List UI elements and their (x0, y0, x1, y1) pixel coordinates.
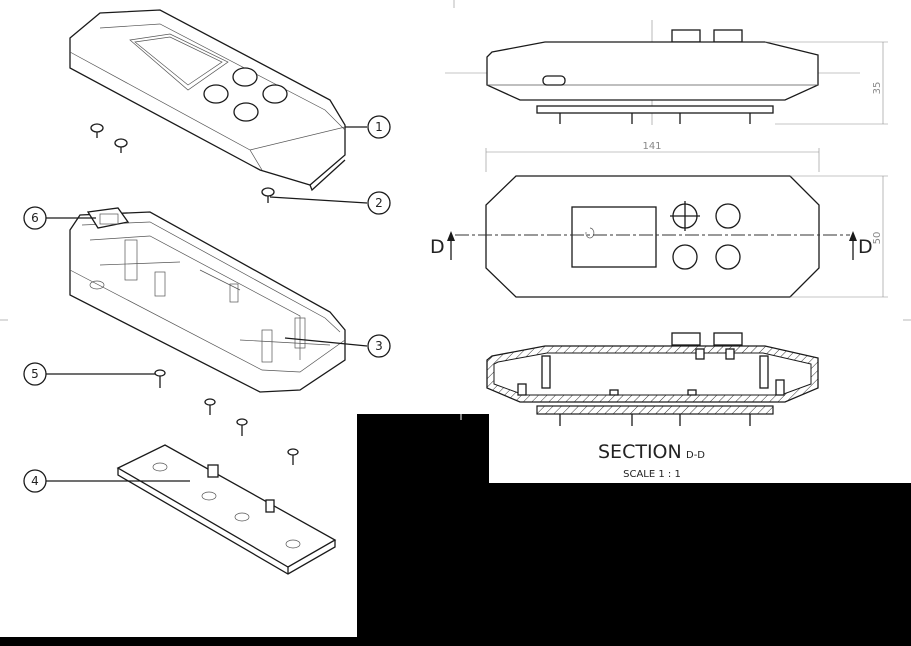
callout-3: 3 (284, 334, 391, 358)
section-title: SECTION (598, 441, 682, 463)
section-marker-right: D (858, 236, 873, 258)
callout-6-label: 6 (31, 211, 39, 225)
callout-2-label: 2 (375, 196, 383, 210)
width-dimension: 50 (872, 232, 883, 245)
section-marker-left: D (430, 236, 445, 258)
section-view: SECTION D-D SCALE 1 : 1 (486, 332, 819, 480)
exploded-view: 1 2 3 4 5 6 (23, 9, 391, 575)
redaction-overlay (0, 412, 911, 646)
callout-3-label: 3 (375, 339, 383, 353)
screw-set-bottom (154, 369, 299, 465)
screw-set-top (90, 123, 275, 203)
top-cover (69, 9, 346, 192)
callout-2: 2 (269, 191, 391, 215)
callout-1-label: 1 (375, 120, 383, 134)
callout-5-label: 5 (31, 367, 39, 381)
callout-1: 1 (345, 115, 391, 139)
bottom-housing (69, 207, 346, 393)
scale-label: SCALE 1 : 1 (623, 469, 681, 480)
section-subtitle: D-D (686, 450, 705, 461)
base-plate (116, 444, 337, 575)
callout-6: 6 (23, 206, 96, 230)
top-view: 141 D D 50 (430, 141, 888, 298)
length-dimension: 141 (642, 141, 661, 152)
front-view: 35 (445, 20, 888, 125)
frame-ticks (0, 0, 911, 321)
callout-4: 4 (23, 469, 190, 493)
callout-4-label: 4 (31, 474, 39, 488)
height-dimension: 35 (872, 82, 883, 95)
callout-5: 5 (23, 362, 155, 386)
